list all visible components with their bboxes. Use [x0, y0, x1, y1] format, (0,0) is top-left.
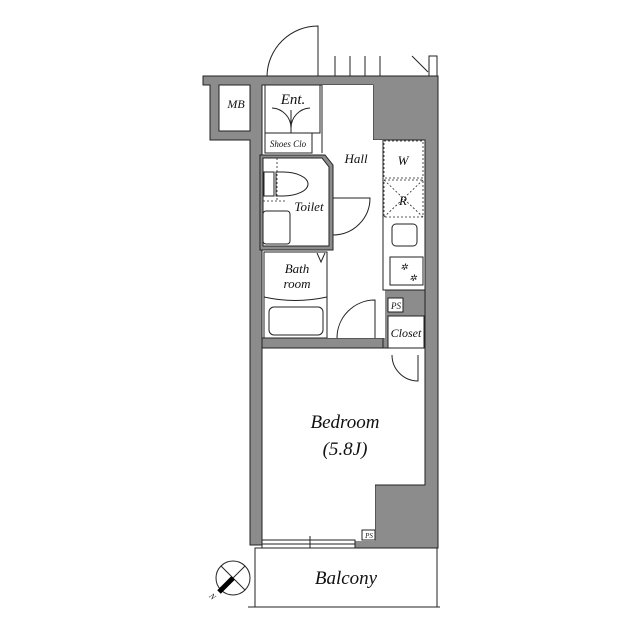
hall-label: Hall: [343, 151, 368, 166]
ps-upper-box: [387, 297, 404, 313]
closet-door-swing: [391, 354, 419, 382]
mb-room: [218, 84, 251, 132]
closet-label: Closet: [391, 326, 422, 340]
entrance-label: Ent.: [280, 92, 306, 108]
washer-space: [383, 140, 424, 179]
shoes-closet-label: Shoes Clo: [270, 139, 307, 149]
shoe-closet-door-icon: [271, 107, 311, 133]
ps-lower-label: PS: [364, 532, 373, 540]
balcony-label: Balcony: [315, 568, 378, 589]
kitchen-sink-icon: [391, 223, 418, 247]
svg-text:✲: ✲: [400, 262, 408, 272]
toilet-label: Toilet: [294, 199, 324, 214]
mb-label: MB: [226, 97, 245, 111]
washer-label: W: [398, 153, 410, 168]
stove-icon: [389, 256, 424, 286]
kitchen-area: [382, 139, 426, 291]
bath-label-line1: Bath: [285, 261, 310, 276]
bedroom-size-label: (5.8J): [323, 439, 368, 460]
fridge-label: R: [398, 193, 407, 208]
compass-icon: N: [207, 560, 251, 602]
entrance-room: [264, 84, 321, 134]
top-fence: [334, 55, 438, 77]
hall-door-swing: [336, 299, 376, 339]
ps-upper-label: PS: [390, 301, 401, 311]
bathroom: [263, 251, 328, 339]
bath-label-line2: room: [284, 276, 311, 291]
toilet-icon: [263, 171, 309, 197]
ps-lower-box: [361, 529, 376, 541]
svg-text:✲: ✲: [409, 273, 417, 283]
entrance-door-swing: [266, 25, 319, 77]
mid-wall: [261, 337, 388, 349]
fridge-space: [383, 179, 424, 218]
bedroom-label: Bedroom: [311, 412, 380, 433]
toilet-door-swing: [332, 197, 371, 236]
north-label: N: [207, 591, 218, 602]
bathtub-icon: [268, 306, 324, 336]
shoes-closet: [264, 132, 313, 154]
balcony-room: [254, 547, 438, 608]
sink-icon: [262, 210, 291, 245]
